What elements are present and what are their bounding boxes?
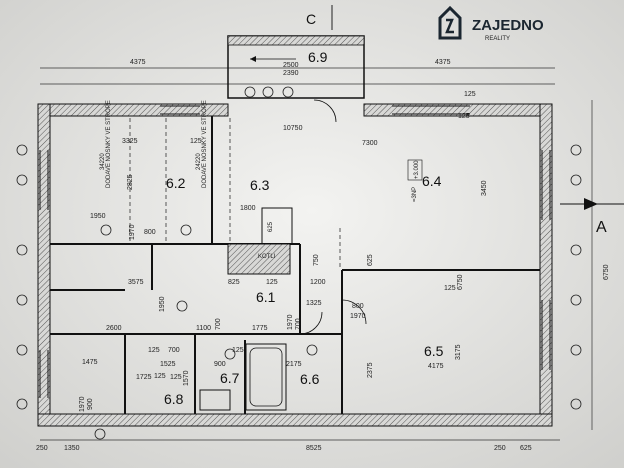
dim-250-left: 250 bbox=[36, 445, 48, 452]
room-6-8: 6.8 bbox=[164, 391, 184, 407]
brand-subtitle: REALITY bbox=[485, 36, 510, 42]
dim-125-c: 125 bbox=[266, 279, 278, 286]
dim-2825: 2825 bbox=[127, 174, 134, 190]
bathtub bbox=[245, 343, 287, 411]
room-6-1: 6.1 bbox=[256, 289, 276, 305]
dim-3450: 3450 bbox=[481, 180, 488, 196]
dim-250-right: 250 bbox=[494, 445, 506, 452]
dim-1350: 1350 bbox=[64, 445, 80, 452]
room-6-7: 6.7 bbox=[220, 370, 240, 386]
room-6-6: 6.6 bbox=[300, 371, 320, 387]
dim-125-b: 125 bbox=[458, 113, 470, 120]
dim-1950-a: 1950 bbox=[90, 213, 106, 220]
dim-625: 625 bbox=[367, 254, 374, 266]
dim-700-a: 700 bbox=[215, 318, 222, 330]
dim-900-b: 900 bbox=[87, 398, 94, 410]
floor-note: =3NP bbox=[412, 187, 418, 202]
dim-6750-inner: 6750 bbox=[457, 274, 464, 290]
kitchen-sign: KOTLI bbox=[258, 254, 276, 260]
dim-6750-right: 6750 bbox=[603, 264, 610, 280]
brand-logo bbox=[438, 5, 462, 40]
grid-circles bbox=[16, 86, 582, 440]
dim-4375-right: 4375 bbox=[435, 59, 451, 66]
section-arrow-a bbox=[584, 198, 598, 210]
dim-3325: 3325 bbox=[122, 138, 138, 145]
dim-125-top: 125 bbox=[464, 91, 476, 98]
dim-125-e: 125 bbox=[148, 347, 160, 354]
room-6-5: 6.5 bbox=[424, 343, 444, 359]
door-arc-65 bbox=[341, 299, 367, 325]
dim-4175: 4175 bbox=[428, 363, 444, 370]
dim-1725: 1725 bbox=[136, 374, 152, 381]
dim-625-bottom: 625 bbox=[520, 445, 532, 452]
kitchen-wall-block bbox=[227, 243, 291, 275]
dim-1950-b: 1950 bbox=[159, 296, 166, 312]
room-6-3: 6.3 bbox=[250, 177, 270, 193]
dim-1325: 1325 bbox=[306, 300, 322, 307]
dim-1570: 1570 bbox=[183, 370, 190, 386]
level-box bbox=[407, 159, 423, 181]
dim-125-h: 125 bbox=[170, 374, 182, 381]
door-arc-entrance bbox=[313, 99, 337, 123]
beam-note-left: DODAVE NOSNKY VE STROPE bbox=[106, 100, 112, 188]
dim-1475: 1475 bbox=[82, 359, 98, 366]
dim-1525: 1525 bbox=[160, 361, 176, 368]
balcony-arrowhead bbox=[250, 56, 256, 62]
dim-125-d: 125 bbox=[444, 285, 456, 292]
kitchen-number: 625 bbox=[268, 221, 274, 232]
dim-2175: 2175 bbox=[286, 361, 302, 368]
beam-note-right: DODAVE NOSNKY VE STROPE bbox=[202, 100, 208, 188]
door-arc-61 bbox=[299, 311, 323, 335]
dim-1100: 1100 bbox=[196, 325, 211, 332]
dim-10750: 10750 bbox=[283, 125, 303, 132]
dim-7300: 7300 bbox=[362, 140, 378, 147]
dim-1970-d: 1970 bbox=[79, 396, 86, 412]
dim-4375-left: 4375 bbox=[130, 59, 146, 66]
outer-walls bbox=[37, 103, 553, 427]
balcony-rail bbox=[227, 35, 365, 46]
dim-2390: 2390 bbox=[283, 70, 299, 77]
dim-800-b: 800 bbox=[352, 303, 364, 310]
dim-1800: 1800 bbox=[240, 205, 256, 212]
dim-8525: 8525 bbox=[306, 445, 322, 452]
dim-125-g: 125 bbox=[154, 373, 166, 380]
dim-2600: 2600 bbox=[106, 325, 122, 332]
dim-800-a: 800 bbox=[144, 229, 156, 236]
dim-700-c: 700 bbox=[168, 347, 180, 354]
brand-name: ZAJEDNO bbox=[472, 17, 544, 34]
dim-750: 750 bbox=[313, 254, 320, 266]
dim-125-f: 125 bbox=[232, 347, 244, 354]
dim-2375: 2375 bbox=[367, 362, 374, 378]
dim-900-a: 900 bbox=[214, 361, 226, 368]
kitchen-unit bbox=[261, 207, 293, 245]
dim-3175: 3175 bbox=[455, 344, 462, 360]
dim-825: 825 bbox=[228, 279, 240, 286]
dim-1970-a: 1970 bbox=[129, 224, 136, 240]
dim-2500: 2500 bbox=[283, 62, 299, 69]
section-mark-c: C bbox=[306, 11, 316, 27]
bathtub-inner bbox=[249, 347, 283, 407]
dim-700-b: 700 bbox=[295, 318, 302, 330]
room-6-2: 6.2 bbox=[166, 175, 186, 191]
dim-3575: 3575 bbox=[128, 279, 144, 286]
wc-unit bbox=[199, 389, 231, 411]
level-value: +3.000 bbox=[414, 160, 420, 179]
dim-1200: 1200 bbox=[310, 279, 326, 286]
dim-125-a: 125 bbox=[190, 138, 202, 145]
dim-1970-c: 1970 bbox=[287, 314, 294, 330]
dim-1970-b: 1970 bbox=[350, 313, 366, 320]
beam-code-right: 24220 bbox=[196, 153, 202, 170]
dim-1775: 1775 bbox=[252, 325, 268, 332]
beam-code-left: 34220 bbox=[100, 153, 106, 170]
windows bbox=[39, 105, 551, 398]
room-6-4: 6.4 bbox=[422, 173, 442, 189]
section-mark-a: A bbox=[596, 219, 607, 236]
room-6-9: 6.9 bbox=[308, 49, 328, 65]
